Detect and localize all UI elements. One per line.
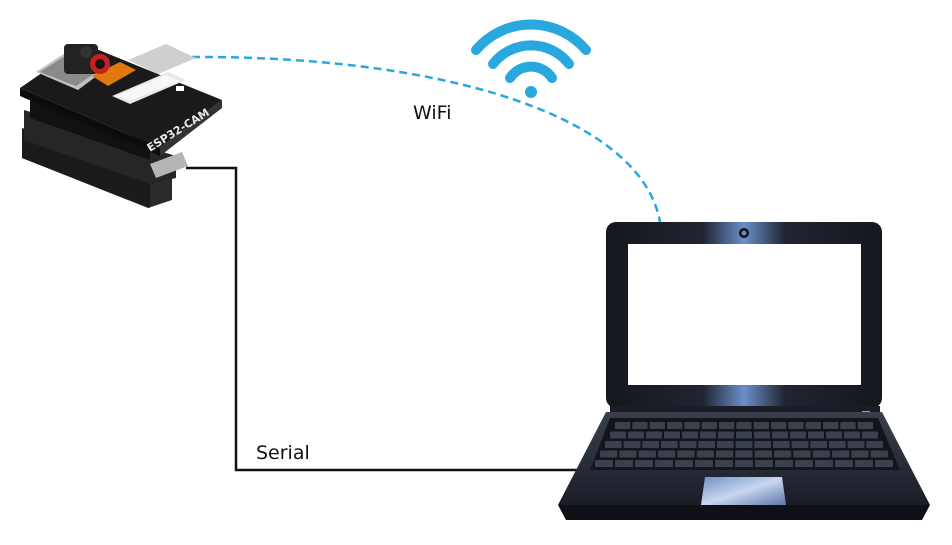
keyboard-key	[677, 450, 695, 458]
keyboard-key	[658, 450, 676, 458]
laptop	[558, 222, 930, 520]
keyboard-key	[717, 441, 734, 448]
keyboard-key	[719, 422, 735, 429]
keyboard-key	[790, 431, 806, 439]
keyboard-key	[716, 450, 734, 458]
keyboard-key	[793, 450, 811, 458]
keyboard-key	[684, 422, 700, 429]
keyboard-key	[840, 422, 856, 429]
keyboard-key	[810, 441, 827, 448]
keyboard-key	[735, 460, 753, 467]
esp32-cam-board: ESP32-CAM	[20, 44, 222, 208]
keyboard-key	[638, 450, 656, 458]
keyboard-key	[619, 450, 637, 458]
keyboard-key	[649, 422, 665, 429]
keyboard-key	[664, 431, 680, 439]
keyboard-key	[857, 422, 873, 429]
keyboard-key	[675, 460, 693, 467]
keyboard-key	[628, 431, 644, 439]
keyboard-key	[736, 431, 752, 439]
laptop-trackpad	[701, 477, 786, 505]
keyboard-key	[735, 450, 753, 458]
keyboard-key	[832, 450, 850, 458]
serial-label: Serial	[256, 442, 310, 464]
keyboard-key	[754, 431, 770, 439]
keyboard-key	[851, 450, 869, 458]
keyboard-key	[698, 441, 715, 448]
keyboard-key	[791, 441, 809, 448]
keyboard-key	[875, 460, 893, 467]
keyboard-key	[847, 441, 865, 448]
keyboard-key	[661, 441, 678, 448]
keyboard-key	[775, 460, 793, 467]
keyboard-key	[795, 460, 813, 467]
keyboard-key	[755, 460, 773, 467]
keyboard-key	[679, 441, 697, 448]
serial-cable-line	[186, 166, 588, 472]
keyboard-key	[823, 422, 839, 429]
keyboard-key	[788, 422, 804, 429]
keyboard-key	[655, 460, 673, 467]
keyboard-key	[774, 450, 792, 458]
keyboard-key	[735, 441, 753, 448]
keyboard-key	[862, 431, 878, 439]
keyboard-key	[667, 422, 683, 429]
keyboard-key	[772, 431, 788, 439]
keyboard-key	[682, 431, 698, 439]
keyboard-key	[701, 422, 717, 429]
wifi-icon	[471, 19, 591, 98]
keyboard-key	[642, 441, 659, 448]
keyboard-key	[826, 431, 842, 439]
keyboard-key	[805, 422, 821, 429]
keyboard-key	[695, 460, 713, 467]
keyboard-key	[635, 460, 653, 467]
keyboard-key	[835, 460, 853, 467]
keyboard-key	[870, 450, 888, 458]
keyboard-key	[646, 431, 662, 439]
wifi-link-line	[139, 55, 662, 223]
keyboard-key	[773, 441, 790, 448]
laptop-keyboard	[595, 422, 893, 467]
keyboard-key	[696, 450, 714, 458]
laptop-screen	[628, 244, 861, 385]
keyboard-key	[615, 422, 631, 429]
keyboard-key	[754, 450, 772, 458]
keyboard-key	[595, 460, 613, 467]
wifi-label: WiFi	[413, 102, 451, 124]
keyboard-key	[812, 450, 830, 458]
keyboard-key	[754, 441, 771, 448]
keyboard-key	[815, 460, 833, 467]
keyboard-key	[718, 431, 734, 439]
keyboard-key	[700, 431, 716, 439]
keyboard-key	[753, 422, 769, 429]
keyboard-key	[605, 441, 622, 448]
keyboard-key	[600, 450, 618, 458]
keyboard-key	[771, 422, 787, 429]
keyboard-key	[855, 460, 873, 467]
keyboard-key	[736, 422, 752, 429]
keyboard-key	[615, 460, 633, 467]
keyboard-key	[715, 460, 733, 467]
keyboard-key	[866, 441, 883, 448]
keyboard-key	[632, 422, 648, 429]
keyboard-key	[808, 431, 824, 439]
keyboard-key	[623, 441, 641, 448]
keyboard-key	[610, 431, 626, 439]
keyboard-key	[829, 441, 846, 448]
keyboard-key	[844, 431, 860, 439]
